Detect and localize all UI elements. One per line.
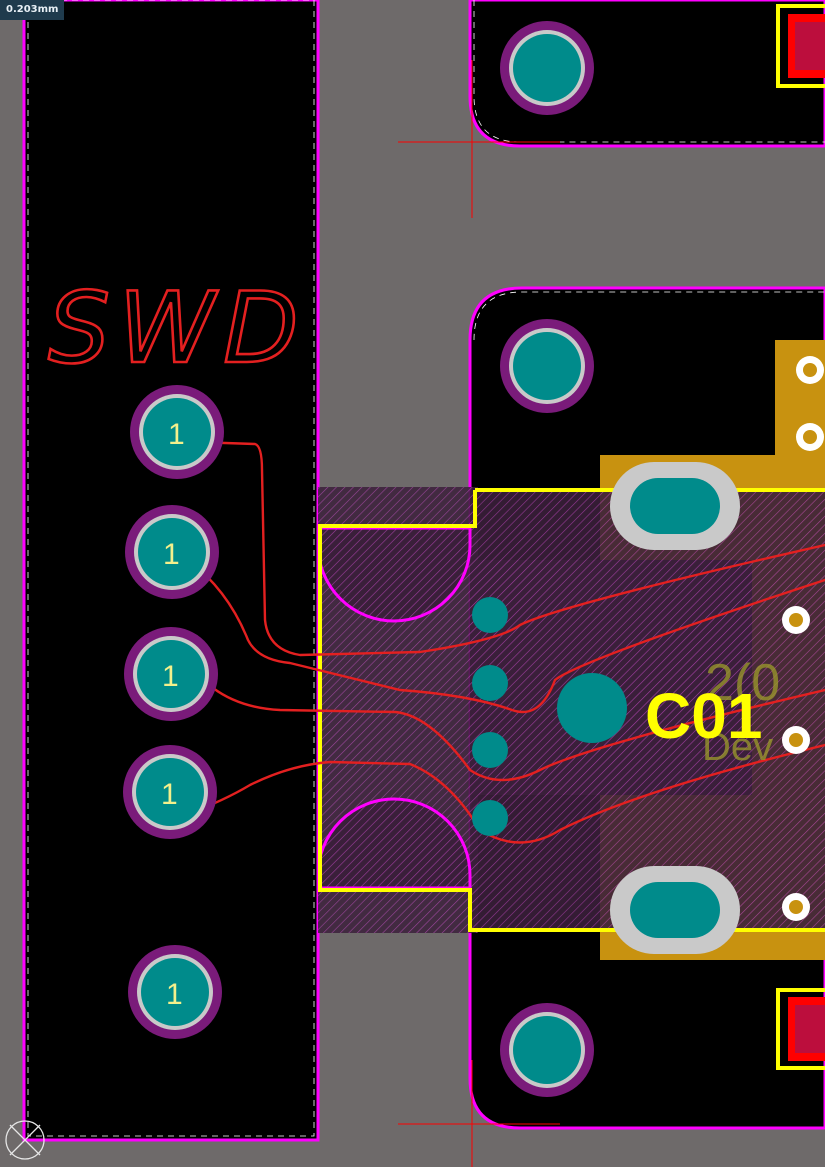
via-large xyxy=(557,673,627,743)
header-pad-3-label: 1 xyxy=(162,660,179,693)
trace-pin-4 xyxy=(184,743,825,844)
shield-pad-top[interactable] xyxy=(610,462,740,550)
smd-pad-bottom[interactable] xyxy=(776,988,825,1070)
left-keepout-outline-inner xyxy=(27,0,315,1137)
header-pad-5-label: 1 xyxy=(166,978,183,1011)
smd-pad-top[interactable] xyxy=(776,4,825,88)
header-pad-5[interactable]: 1 xyxy=(128,945,222,1039)
cutout-top xyxy=(316,526,472,623)
origin-marker-icon[interactable] xyxy=(5,1120,45,1160)
trace-pin-2 xyxy=(186,558,825,714)
via-2 xyxy=(472,665,508,701)
header-pad-1-label: 1 xyxy=(168,418,185,451)
ghost-silk-text-1: 2(0 xyxy=(705,654,780,712)
shield-pad-bottom[interactable] xyxy=(610,866,740,954)
connector-body[interactable] xyxy=(470,490,825,930)
pour-via-holes xyxy=(789,363,817,914)
swd-annotation-text: SWD xyxy=(48,272,307,386)
crosshair-top xyxy=(398,60,560,218)
swd-traces[interactable] xyxy=(184,440,825,844)
via-1 xyxy=(472,597,508,633)
component-designator[interactable]: C01 xyxy=(645,680,762,752)
swd-annotation: SWD xyxy=(47,271,307,388)
trace-pin-1 xyxy=(193,440,825,657)
grid-readout: 0.203mm xyxy=(0,0,65,20)
cutout-bottom xyxy=(316,797,472,890)
swd-header[interactable]: 1 1 1 1 1 xyxy=(123,385,224,1039)
header-pad-4-label: 1 xyxy=(161,778,178,811)
trace-pin-3 xyxy=(211,686,825,782)
header-pad-2-label: 1 xyxy=(163,538,180,571)
header-pad-3[interactable]: 1 xyxy=(124,627,218,721)
ghost-silk-text-2: Dev xyxy=(702,725,773,769)
header-pad-1[interactable]: 1 xyxy=(130,385,224,479)
mounting-holes[interactable] xyxy=(500,21,594,1097)
connector-vias[interactable] xyxy=(472,597,627,836)
crosshair-bottom xyxy=(398,1060,560,1167)
header-pad-2[interactable]: 1 xyxy=(125,505,219,599)
connector-core xyxy=(470,560,752,795)
via-3 xyxy=(472,732,508,768)
via-4 xyxy=(472,800,508,836)
header-pad-4[interactable]: 1 xyxy=(123,745,217,839)
